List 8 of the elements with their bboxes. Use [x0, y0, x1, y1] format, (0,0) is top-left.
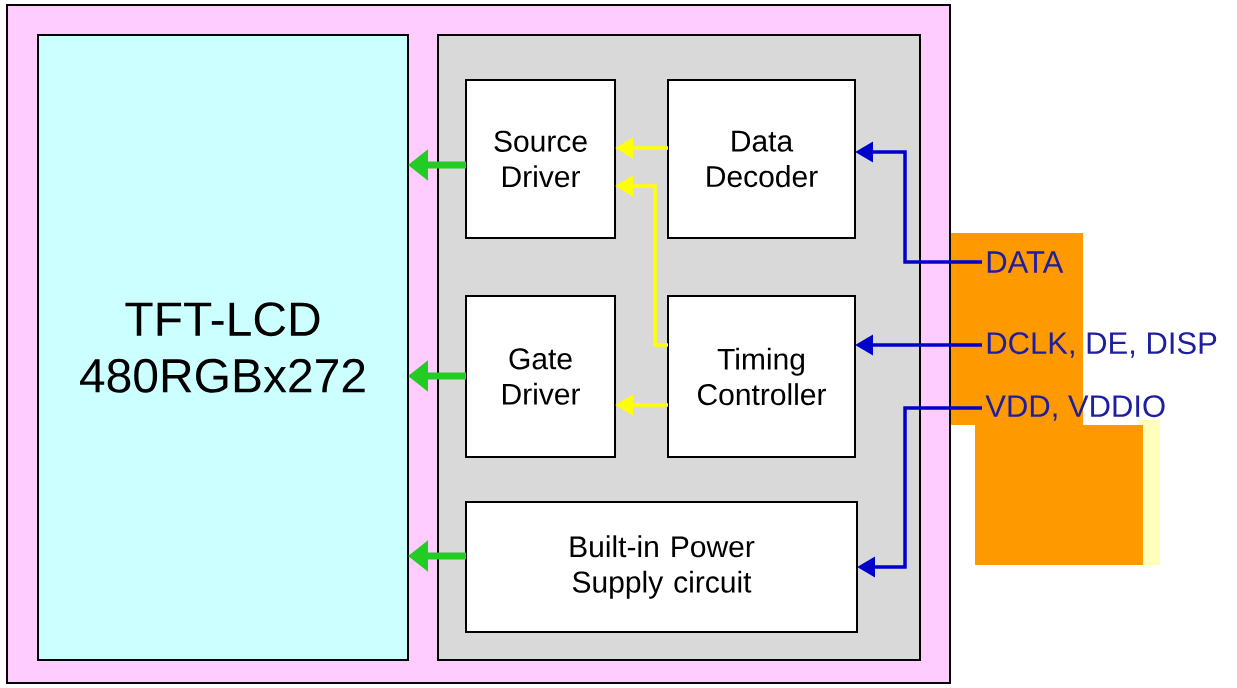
process-box: Data Decoder: [667, 79, 856, 239]
signal-label: DATA: [987, 251, 1064, 273]
lcd-panel: TFT-LCD 480RGBx272: [37, 34, 409, 661]
process-box: Built-in Power Supply circuit: [465, 501, 858, 633]
signal-label: DCLK, DE, DISP: [987, 332, 1217, 358]
process-box: Gate Driver: [465, 295, 616, 458]
process-box: Timing Controller: [667, 295, 856, 458]
process-box: Source Driver: [465, 79, 616, 239]
